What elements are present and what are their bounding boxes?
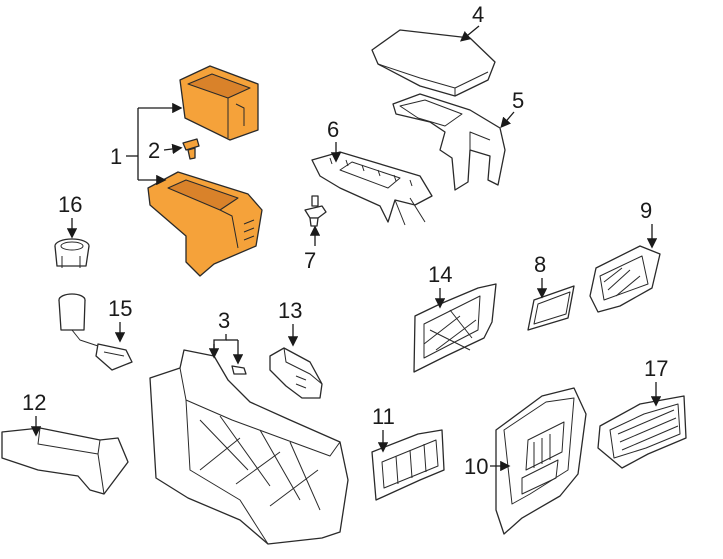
callout-8: 8 [534, 252, 546, 277]
part-14-trim-panel[interactable] [413, 283, 497, 373]
part-11-vent-panel[interactable] [371, 429, 445, 501]
callout-13: 13 [278, 298, 302, 323]
part-10-rear-panel[interactable] [495, 387, 587, 535]
callout-2: 2 [148, 138, 160, 163]
part-7-push-pin[interactable] [304, 195, 327, 227]
callout-5: 5 [512, 88, 524, 113]
callout-11: 11 [372, 404, 395, 429]
part-8-cover-plate[interactable] [527, 285, 575, 331]
part-16-cup-holder[interactable] [54, 238, 90, 268]
callout-12: 12 [22, 390, 46, 415]
callout-7: 7 [304, 248, 316, 273]
part-9-side-bracket[interactable] [589, 245, 661, 313]
callout-4: 4 [472, 2, 484, 27]
part-4-armrest-lid[interactable] [371, 29, 496, 97]
part-17-rear-vent[interactable] [597, 395, 687, 469]
part-15-power-outlet[interactable] [58, 293, 133, 371]
callout-15: 15 [108, 296, 132, 321]
callout-9: 9 [640, 198, 652, 223]
callout-3: 3 [218, 308, 230, 333]
callout-17: 17 [644, 356, 668, 381]
callout-1: 1 [110, 144, 122, 169]
part-5-armrest-bracket[interactable] [392, 93, 506, 191]
part-12-air-duct[interactable] [1, 427, 129, 495]
part-1-lower-bin[interactable] [147, 171, 263, 277]
callout-6: 6 [327, 117, 339, 142]
part-2-fastener[interactable] [182, 138, 200, 160]
part-13-switch-module[interactable] [269, 347, 323, 399]
callout-14: 14 [428, 262, 452, 287]
callout-16: 16 [58, 192, 82, 217]
part-6-mounting-rail[interactable] [311, 151, 433, 226]
part-1-upper-bin[interactable] [179, 65, 259, 141]
callout-10: 10 [464, 454, 488, 479]
part-3-console-base[interactable] [149, 349, 349, 545]
